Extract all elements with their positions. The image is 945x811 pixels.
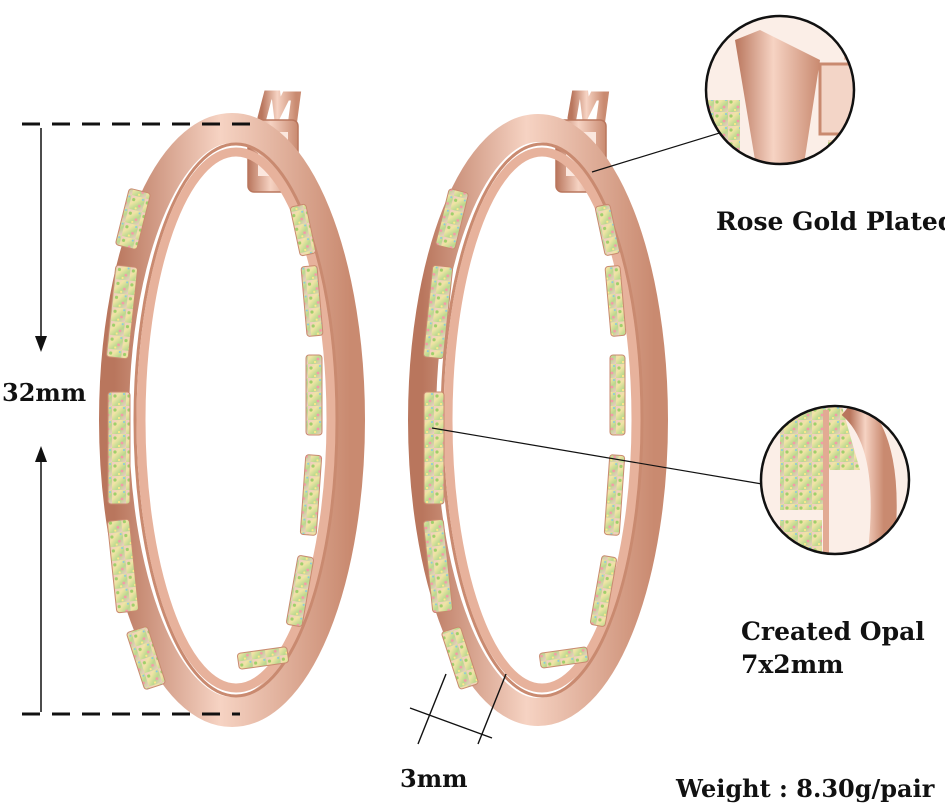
right-hoop-opal-stones bbox=[423, 188, 627, 690]
right-hoop-band bbox=[408, 114, 668, 726]
right-earring-clasp-hook bbox=[567, 90, 610, 131]
weight-label: Weight : 8.30g/pair bbox=[676, 774, 935, 803]
height-dimension bbox=[22, 122, 250, 716]
right-hoop-inner-band bbox=[443, 147, 641, 693]
plating-label: Rose Gold Plated bbox=[716, 207, 945, 236]
clasp-detail-magnifier bbox=[704, 14, 856, 166]
left-earring bbox=[99, 90, 365, 727]
opal-detail-magnifier bbox=[759, 404, 911, 556]
width-label: 3mm bbox=[400, 764, 468, 793]
left-hoop-opal-stones bbox=[106, 188, 324, 690]
arrow-down-icon bbox=[35, 336, 47, 352]
right-earring bbox=[408, 90, 668, 726]
stone-size-label: 7x2mm bbox=[741, 650, 844, 679]
width-dimension bbox=[409, 673, 507, 745]
left-hoop-inner-band bbox=[136, 147, 336, 693]
left-earring-clasp-hook bbox=[257, 90, 302, 131]
height-label: 32mm bbox=[2, 378, 87, 407]
arrow-up-icon bbox=[35, 446, 47, 462]
opal-callout-line bbox=[431, 427, 763, 485]
stone-name-label: Created Opal bbox=[741, 617, 925, 646]
